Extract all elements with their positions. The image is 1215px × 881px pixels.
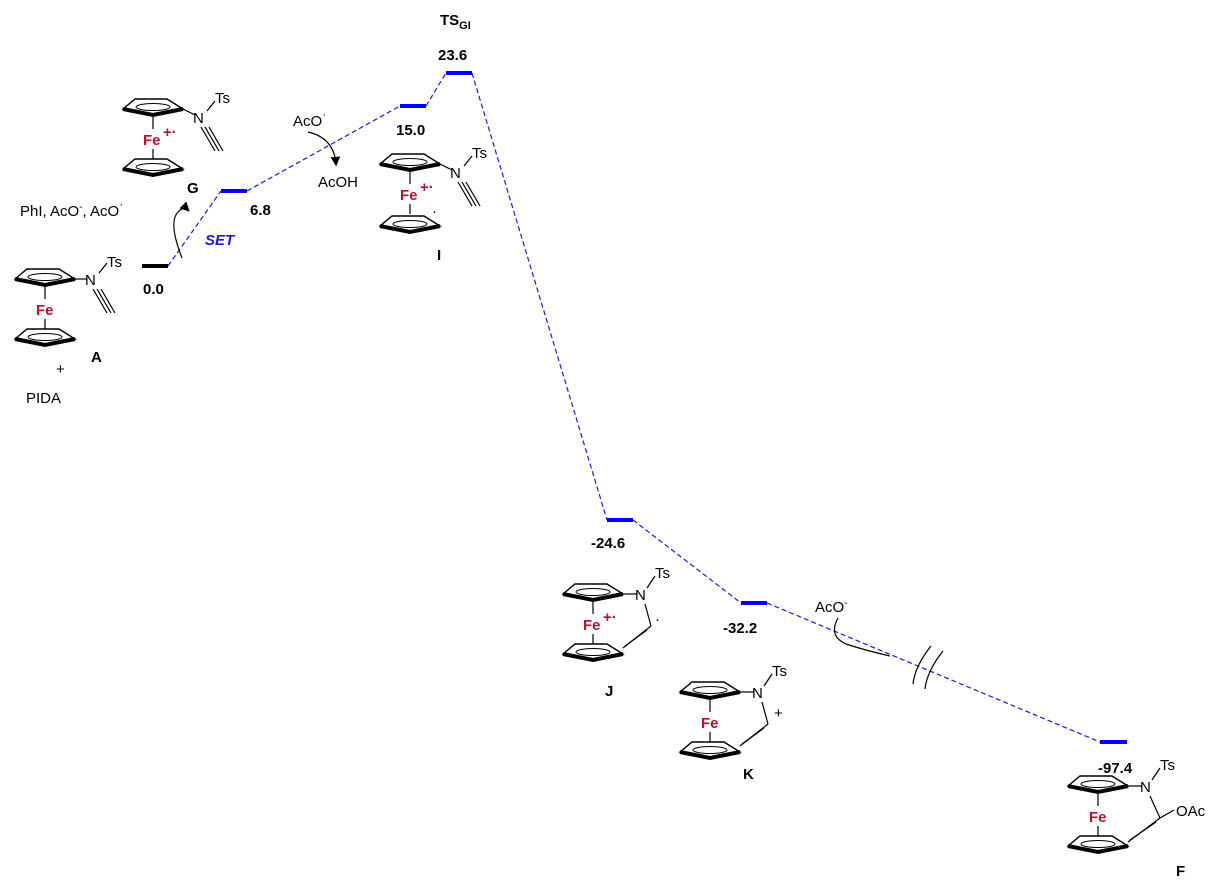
energy-I: 15.0 xyxy=(396,122,425,139)
svg-text:Ts: Ts xyxy=(1160,757,1175,774)
svg-text:Ts: Ts xyxy=(472,145,487,162)
svg-text:Fe: Fe xyxy=(400,187,418,204)
svg-text:N: N xyxy=(450,165,461,182)
plus-sign: + xyxy=(56,361,65,378)
label-A: A xyxy=(91,349,102,366)
aco-radical-label: AcO· xyxy=(293,107,326,130)
svg-text:Fe: Fe xyxy=(701,715,719,732)
energy-G: 6.8 xyxy=(250,202,271,219)
energy-F: -97.4 xyxy=(1098,760,1133,777)
svg-text:+·: +· xyxy=(163,124,177,141)
energy-K: -32.2 xyxy=(723,620,757,637)
svg-text:Fe: Fe xyxy=(583,617,601,634)
svg-text:Ts: Ts xyxy=(215,90,230,107)
energy-A: 0.0 xyxy=(143,281,164,298)
acoh-label: AcOH xyxy=(318,174,358,191)
compound-A-structure: Fe N Ts xyxy=(13,254,122,347)
compound-K-structure: Fe N Ts + xyxy=(678,663,787,760)
label-K: K xyxy=(743,766,754,783)
label-J: J xyxy=(605,683,613,700)
byproducts-label: PhI, AcO-, AcO· xyxy=(20,197,123,220)
svg-text:Ts: Ts xyxy=(655,565,670,582)
compound-I-structure: Fe +· · N Ts xyxy=(378,145,487,234)
svg-text:N: N xyxy=(635,587,646,604)
ts-label: TSGI xyxy=(440,12,471,32)
set-arrow xyxy=(173,201,190,259)
aco-arrow xyxy=(307,131,341,167)
aco-anion-label: AcO- xyxy=(815,598,848,616)
label-I: I xyxy=(437,247,441,264)
svg-text:+: + xyxy=(774,705,783,722)
compound-F-structure: Fe N Ts OAc xyxy=(1066,757,1206,854)
svg-text:N: N xyxy=(1140,779,1151,796)
svg-text:Fe: Fe xyxy=(1089,809,1107,826)
aco-anion-arrow xyxy=(833,617,891,657)
connectors xyxy=(167,72,1101,743)
label-F: F xyxy=(1176,863,1185,880)
svg-text:·: · xyxy=(432,203,437,220)
axis-break xyxy=(912,645,944,690)
svg-text:Ts: Ts xyxy=(107,254,122,271)
svg-text:Fe: Fe xyxy=(36,302,54,319)
set-label: SET xyxy=(205,232,236,249)
svg-text:N: N xyxy=(85,272,96,289)
svg-text:·: · xyxy=(655,611,660,628)
energy-TS: 23.6 xyxy=(438,47,467,64)
svg-text:N: N xyxy=(752,685,763,702)
svg-text:Fe: Fe xyxy=(143,132,161,149)
svg-text:+·: +· xyxy=(603,609,617,626)
label-G: G xyxy=(187,180,199,197)
svg-text:OAc: OAc xyxy=(1176,803,1206,820)
svg-text:Ts: Ts xyxy=(772,663,787,680)
svg-text:+·: +· xyxy=(420,179,434,196)
energy-J: -24.6 xyxy=(591,535,625,552)
compound-J-structure: Fe +· N Ts · xyxy=(561,565,670,662)
pida-label: PIDA xyxy=(26,390,61,407)
svg-text:N: N xyxy=(193,110,204,127)
compound-G-structure: Fe +· N Ts xyxy=(121,90,230,177)
